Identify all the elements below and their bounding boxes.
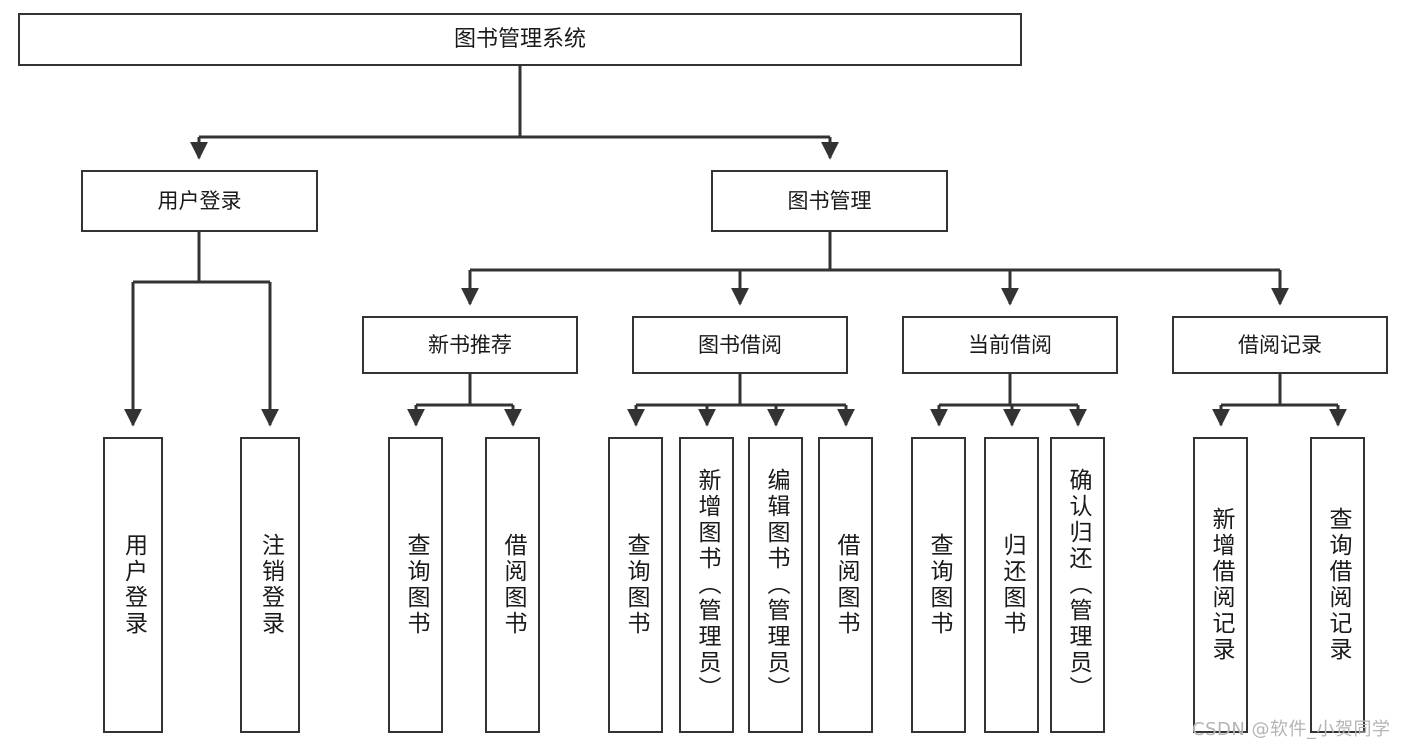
node-root[interactable]: 图书管理系统 xyxy=(18,13,1022,66)
node-leaf-borrow-book-1-label: 借阅图书 xyxy=(500,533,526,637)
node-leaf-borrow-book-1[interactable]: 借阅图书 xyxy=(485,437,540,733)
watermark: CSDN @软件_小贺同学 xyxy=(1192,719,1391,740)
node-leaf-add-book-admin-label: 新增图书（管理员） xyxy=(694,468,720,702)
node-leaf-confirm-return-admin[interactable]: 确认归还（管理员） xyxy=(1050,437,1105,733)
node-book-borrow-label: 图书借阅 xyxy=(698,332,782,357)
node-leaf-logout-login-label: 注销登录 xyxy=(257,533,284,637)
node-user-login-label: 用户登录 xyxy=(157,188,242,213)
node-current-borrow-label: 当前借阅 xyxy=(968,332,1052,357)
node-leaf-borrow-book-2[interactable]: 借阅图书 xyxy=(818,437,873,733)
node-leaf-query-book-1[interactable]: 查询图书 xyxy=(388,437,443,733)
node-user-login[interactable]: 用户登录 xyxy=(81,170,318,232)
node-current-borrow[interactable]: 当前借阅 xyxy=(902,316,1118,374)
node-leaf-logout-login[interactable]: 注销登录 xyxy=(240,437,300,733)
node-leaf-user-login[interactable]: 用户登录 xyxy=(103,437,163,733)
node-book-borrow[interactable]: 图书借阅 xyxy=(632,316,848,374)
node-root-label: 图书管理系统 xyxy=(453,26,586,52)
node-leaf-add-book-admin[interactable]: 新增图书（管理员） xyxy=(679,437,734,733)
node-borrow-record[interactable]: 借阅记录 xyxy=(1172,316,1388,374)
node-leaf-add-borrow-record[interactable]: 新增借阅记录 xyxy=(1193,437,1248,733)
node-new-book-recommend-label: 新书推荐 xyxy=(428,332,512,357)
node-leaf-add-borrow-record-label: 新增借阅记录 xyxy=(1208,507,1234,663)
node-leaf-query-book-3-label: 查询图书 xyxy=(926,533,952,637)
node-book-manage-label: 图书管理 xyxy=(787,188,872,213)
node-leaf-query-borrow-record-label: 查询借阅记录 xyxy=(1325,507,1351,663)
node-leaf-query-book-2-label: 查询图书 xyxy=(623,533,649,637)
node-leaf-query-book-1-label: 查询图书 xyxy=(403,533,429,637)
node-leaf-edit-book-admin[interactable]: 编辑图书（管理员） xyxy=(748,437,803,733)
node-leaf-user-login-label: 用户登录 xyxy=(120,533,147,637)
node-leaf-return-book-label: 归还图书 xyxy=(999,533,1025,637)
node-leaf-confirm-return-admin-label: 确认归还（管理员） xyxy=(1065,468,1091,702)
node-book-manage[interactable]: 图书管理 xyxy=(711,170,948,232)
node-leaf-return-book[interactable]: 归还图书 xyxy=(984,437,1039,733)
node-new-book-recommend[interactable]: 新书推荐 xyxy=(362,316,578,374)
node-leaf-borrow-book-2-label: 借阅图书 xyxy=(833,533,859,637)
node-leaf-query-book-3[interactable]: 查询图书 xyxy=(911,437,966,733)
node-borrow-record-label: 借阅记录 xyxy=(1238,332,1322,357)
node-leaf-query-borrow-record[interactable]: 查询借阅记录 xyxy=(1310,437,1365,733)
node-leaf-query-book-2[interactable]: 查询图书 xyxy=(608,437,663,733)
node-leaf-edit-book-admin-label: 编辑图书（管理员） xyxy=(763,468,789,702)
